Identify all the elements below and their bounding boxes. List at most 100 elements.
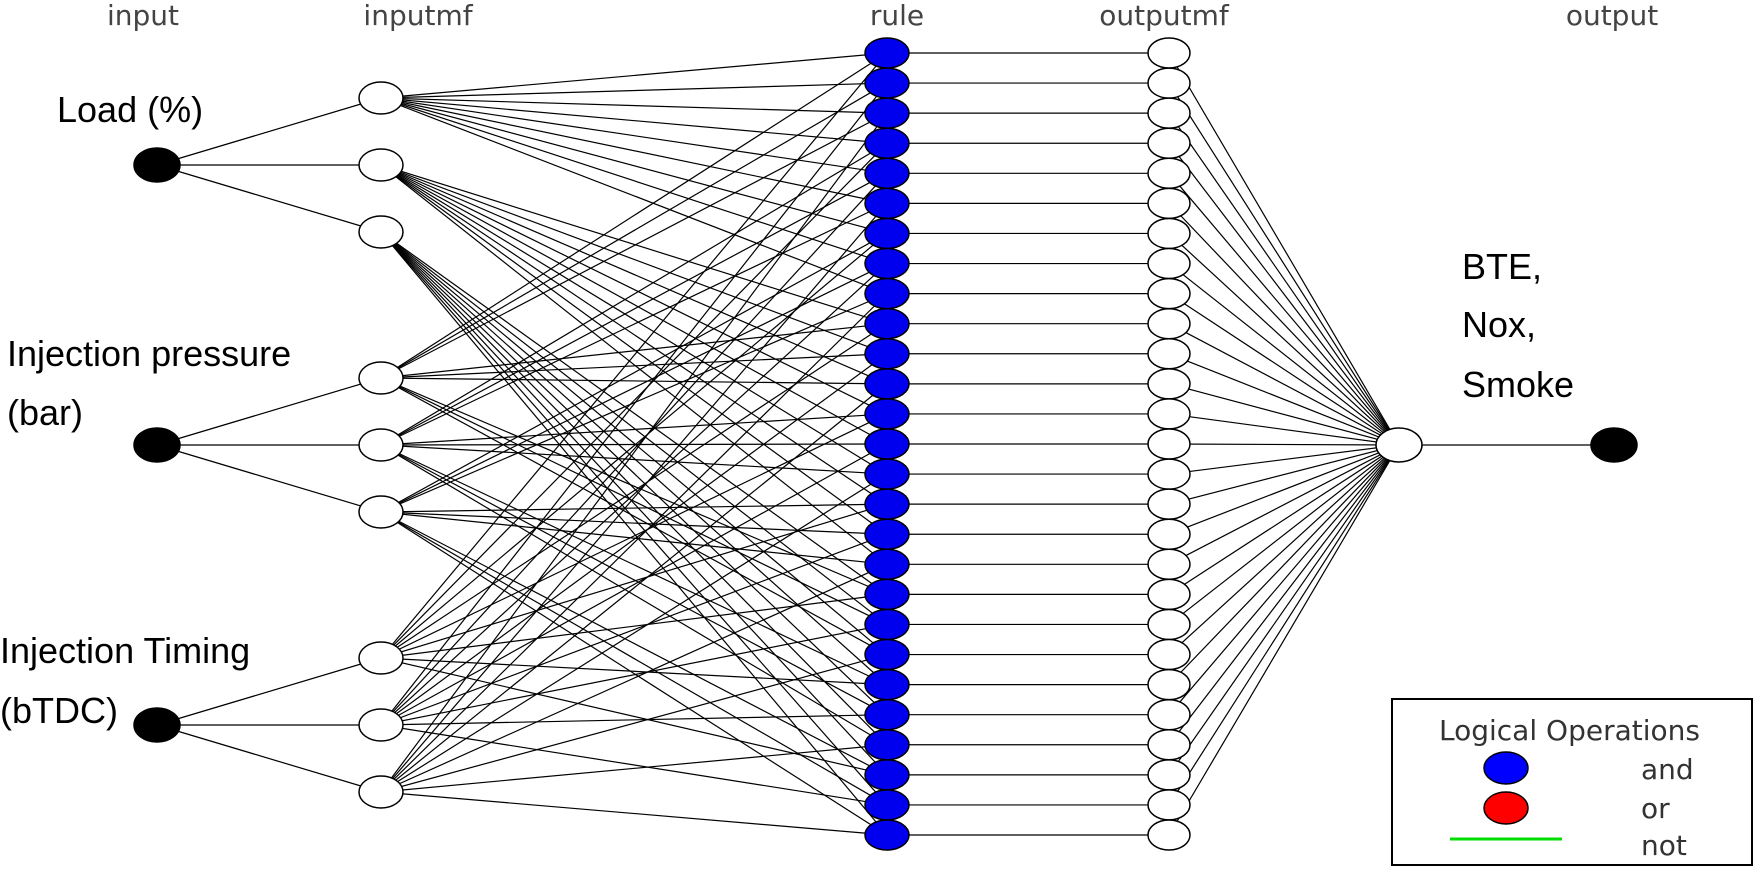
mf-rule-edge — [380, 231, 888, 655]
outputmf-node — [1147, 307, 1191, 340]
input-mf-edge — [156, 724, 382, 793]
column-title-inputmf: inputmf — [363, 0, 473, 32]
mf-rule-edge — [380, 791, 888, 836]
mf-rule-edge — [380, 724, 888, 806]
mf-rule-edge — [380, 164, 888, 475]
mf-rule-edge — [380, 353, 888, 726]
mf-rule-edge — [380, 511, 888, 806]
mf-rule-edge — [380, 231, 888, 595]
mf-rule-edge — [380, 172, 888, 726]
legend-or-symbol — [1483, 791, 1529, 825]
mf-rule-edge — [380, 377, 888, 385]
outmf-output-edge — [1168, 444, 1400, 625]
rule-node — [864, 698, 910, 731]
outmf-output-edge — [1168, 202, 1400, 446]
input-mf-edge — [156, 657, 382, 726]
mf-rule-edge — [380, 52, 888, 379]
mf-rule-edge — [380, 593, 888, 659]
output-label-bte: BTE, — [1462, 246, 1542, 287]
input-label-injection-timing: Injection Timing — [0, 630, 250, 671]
mf-rule-edge — [380, 231, 888, 806]
mf-rule-edge — [380, 164, 888, 505]
mf-rule-edge — [380, 473, 888, 793]
outputmf-node — [1147, 217, 1191, 250]
legend-box — [1391, 698, 1753, 866]
rule-node — [864, 157, 910, 190]
column-title-rule: rule — [870, 0, 924, 32]
outputmf-node — [1147, 458, 1191, 490]
mf-rule-edge — [380, 657, 888, 686]
mf-rule-edge — [380, 164, 888, 385]
inputmf-node — [358, 708, 404, 742]
rule-node — [864, 518, 910, 550]
mf-rule-edge — [380, 164, 888, 535]
outputmf-node — [1147, 819, 1191, 851]
mf-rule-edge — [380, 97, 888, 265]
mf-rule-edge — [380, 413, 888, 446]
outputmf-node — [1147, 368, 1191, 400]
outputmf-node — [1147, 67, 1191, 99]
legend-or-label: or — [1641, 792, 1670, 825]
mf-rule-edge — [380, 97, 888, 174]
legend: Logical Operations and or not — [1391, 698, 1753, 866]
inputmf-node — [358, 775, 404, 809]
rule-node — [864, 819, 910, 851]
outputmf-node — [1147, 428, 1191, 460]
outmf-output-edge — [1168, 444, 1400, 565]
rule-node — [864, 247, 910, 280]
rule-node — [864, 488, 910, 520]
outputmf-node — [1147, 157, 1191, 190]
outmf-output-edge — [1168, 82, 1400, 446]
outmf-output-edge — [1168, 444, 1400, 475]
mf-rule-edge — [380, 323, 888, 379]
rule-node — [864, 67, 910, 99]
outmf-output-edge — [1168, 172, 1400, 446]
mf-rule-edge — [380, 112, 888, 379]
mf-rule-edge — [380, 293, 888, 513]
inputmf-node — [358, 361, 404, 395]
legend-and-symbol — [1483, 751, 1529, 785]
outmf-output-edge — [1168, 444, 1400, 505]
outmf-output-edge — [1168, 323, 1400, 446]
outmf-output-edge — [1168, 52, 1400, 446]
outmf-output-edge — [1168, 443, 1400, 446]
outmf-output-edge — [1168, 444, 1400, 535]
input-mf-edge — [156, 164, 382, 233]
input-node — [133, 427, 181, 463]
mf-rule-edge — [380, 232, 888, 513]
outputmf-node — [1147, 698, 1191, 731]
mf-rule-edge — [380, 233, 888, 659]
outmf-output-edge — [1168, 444, 1400, 746]
outputmf-node — [1147, 729, 1191, 761]
mf-rule-edge — [380, 744, 888, 793]
input-label-injection-pressure-unit: (bar) — [7, 392, 83, 433]
output-label-smoke: Smoke — [1462, 364, 1574, 405]
mf-rule-edge — [380, 533, 888, 726]
outputmf-node — [1147, 247, 1191, 280]
inputmf-node — [358, 641, 404, 675]
rule-node — [864, 729, 910, 761]
outmf-output-edge — [1168, 142, 1400, 446]
mf-rule-edge — [380, 563, 888, 793]
rule-node — [864, 548, 910, 581]
inputmf-node — [358, 215, 404, 249]
rule-node — [864, 668, 910, 701]
outputmf-node — [1147, 668, 1191, 701]
mf-rule-edge — [380, 164, 888, 415]
mf-rule-edge — [380, 82, 888, 99]
column-title-output: output — [1566, 0, 1658, 32]
input-node — [133, 147, 181, 183]
mf-rule-edge — [380, 444, 888, 746]
mf-rule-edge — [380, 511, 888, 535]
mf-rule-edge — [380, 443, 888, 446]
outputmf-node — [1147, 608, 1191, 641]
mf-rule-edge — [380, 443, 888, 726]
outmf-output-edge — [1168, 444, 1400, 686]
mf-rule-edge — [380, 231, 888, 716]
mf-rule-edge — [380, 82, 888, 726]
input-label-injection-pressure: Injection pressure — [7, 333, 291, 374]
rule-node — [864, 37, 910, 69]
mf-rule-edge — [380, 444, 888, 686]
outputmf-node — [1147, 789, 1191, 821]
